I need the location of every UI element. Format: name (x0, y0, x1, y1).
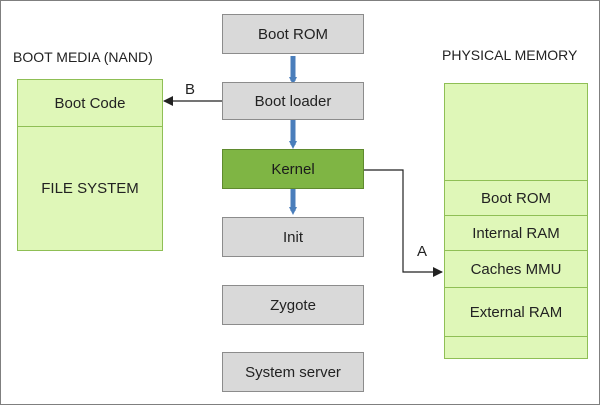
kernel-box: Kernel (222, 149, 364, 189)
memory-region-external-ram: External RAM (445, 287, 587, 337)
boot-media-title: BOOT MEDIA (NAND) (13, 49, 153, 65)
memory-region-boot-rom: Boot ROM (445, 180, 587, 215)
boot-media-block: Boot Code FILE SYSTEM (17, 79, 163, 251)
init-box: Init (222, 217, 364, 257)
file-system-region: FILE SYSTEM (18, 126, 162, 250)
boot-rom-box: Boot ROM (222, 14, 364, 54)
arrow-b-label: B (185, 81, 196, 98)
memory-region-caches-mmu: Caches MMU (445, 250, 587, 287)
memory-region-label: External RAM (469, 303, 563, 321)
file-system-label: FILE SYSTEM (41, 180, 139, 197)
memory-region-label: Boot ROM (480, 189, 552, 207)
boot-code-label: Boot Code (54, 94, 126, 112)
memory-region-label: Caches MMU (470, 260, 562, 278)
physical-memory-block: Boot ROM Internal RAM Caches MMU Externa… (444, 83, 588, 359)
memory-region-label: Internal RAM (472, 224, 560, 242)
memory-region-internal-ram: Internal RAM (445, 215, 587, 250)
zygote-box: Zygote (222, 285, 364, 325)
arrow-a (364, 169, 443, 277)
boot-code-region: Boot Code (18, 80, 162, 126)
boot-loader-box: Boot loader (222, 82, 364, 120)
system-server-box: System server (222, 352, 364, 392)
arrow-a-label: A (417, 243, 428, 260)
physical-memory-title: PHYSICAL MEMORY (442, 47, 578, 63)
